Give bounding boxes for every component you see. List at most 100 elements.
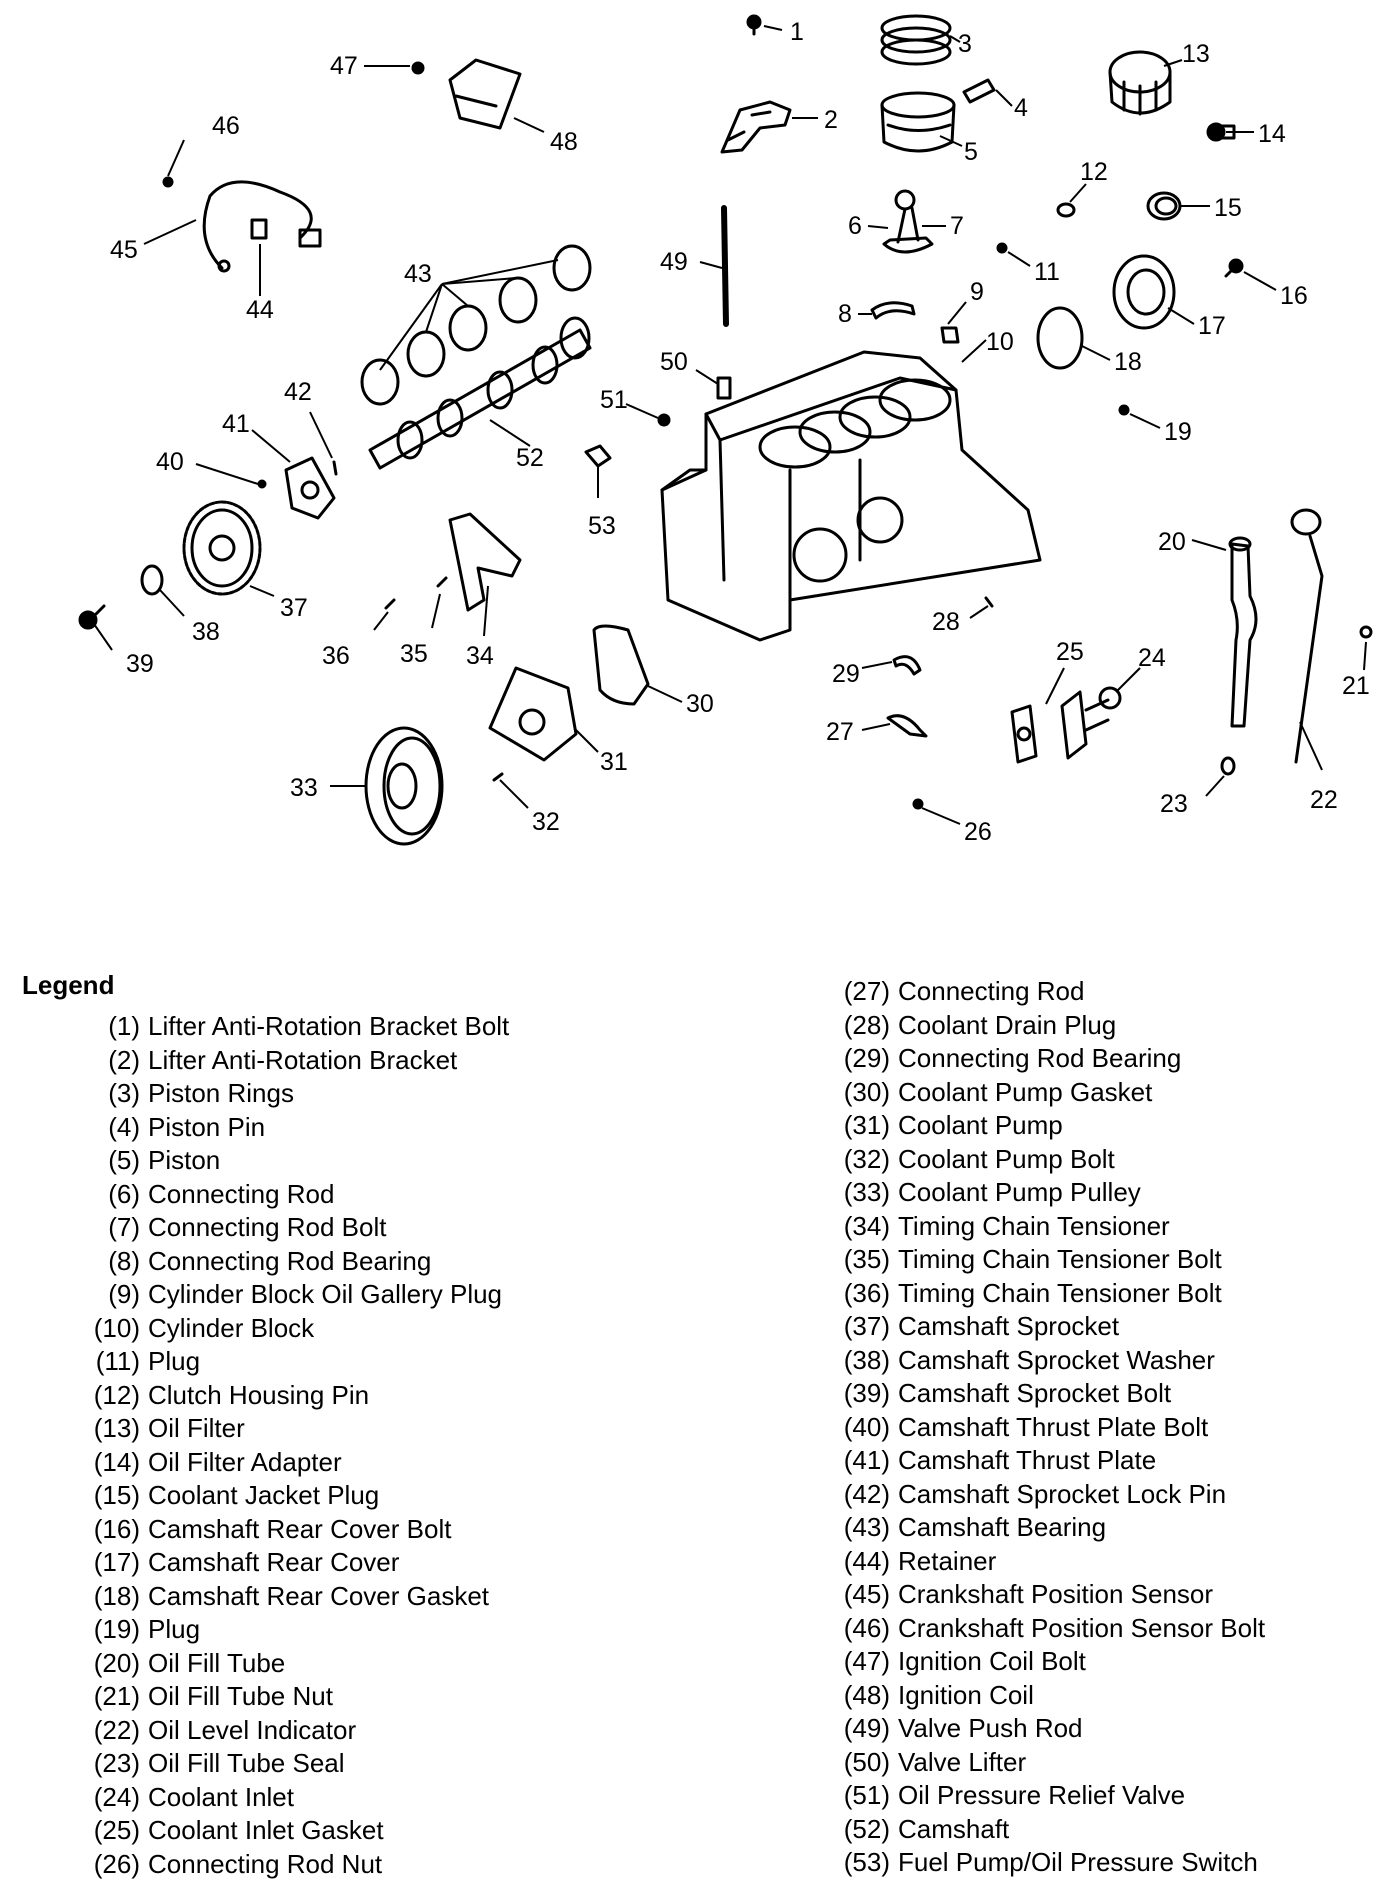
legend-item-number: (31) [843,1110,890,1140]
legend-item-number: (11) [95,1346,140,1376]
legend-item-label: Lifter Anti-Rotation Bracket Bolt [148,1011,510,1041]
legend-item-number: (44) [843,1545,890,1576]
part-38-sprocket-washer [140,564,164,596]
callout-53: 53 [588,512,616,540]
callout-23: 23 [1160,790,1188,818]
legend-item-number: (49) [843,1713,890,1743]
legend-item-number: (43) [843,1512,890,1542]
callout-9: 9 [970,278,984,306]
legend-item-number: (29) [843,1043,890,1073]
part-22-oil-level-indicator [1290,508,1324,764]
legend-item: (4)Piston Pin [72,1111,509,1145]
legend-item-label: Camshaft Rear Cover Bolt [148,1513,452,1544]
legend-item: (2)Lifter Anti-Rotation Bracket [72,1044,509,1078]
part-3-piston-rings [880,14,952,66]
legend-item-number: (22) [93,1714,140,1745]
callout-38: 38 [192,618,220,646]
part-41-camshaft-thrust-plate [284,456,336,520]
legend-item-label: Timing Chain Tensioner [898,1210,1170,1241]
legend-item-label: Camshaft Rear Cover Gasket [148,1580,490,1611]
legend-item: (23)Oil Fill Tube Seal [72,1747,509,1781]
legend-item: (14)Oil Filter Adapter [72,1446,509,1480]
legend-item-label: Retainer [898,1545,997,1576]
legend-item-label: Camshaft Thrust Plate Bolt [898,1411,1209,1442]
legend-item-label: Plug [148,1346,201,1376]
legend-item: (43)Camshaft Bearing [830,1511,1265,1545]
legend-item-label: Connecting Rod Bearing [898,1043,1182,1073]
legend-item-number: (9) [108,1279,140,1309]
legend-item-number: (14) [93,1446,140,1477]
legend-item-number: (1) [108,1011,140,1041]
part-21-oil-fill-tube-nut [1359,625,1373,639]
legend-item: (48)Ignition Coil [830,1679,1265,1713]
part-25-coolant-inlet-gasket [1010,704,1038,764]
legend-item-label: Valve Push Rod [898,1713,1083,1743]
legend-item-label: Connecting Rod Nut [148,1848,383,1879]
part-17-camshaft-rear-cover [1112,254,1176,330]
part-16-rear-cover-bolt [1224,258,1244,278]
leader-lines [93,25,1367,825]
legend-item: (3)Piston Rings [72,1077,509,1111]
part-33-coolant-pump-pulley [364,726,444,846]
callout-18: 18 [1114,348,1142,376]
legend-item: (25)Coolant Inlet Gasket [72,1814,509,1848]
part-35-tensioner-bolt [436,576,448,588]
callout-27: 27 [826,718,854,746]
part-44-retainer [250,218,268,240]
legend-item-number: (47) [843,1646,890,1676]
part-39-sprocket-bolt [78,604,106,630]
part-19-plug [1118,404,1130,416]
callout-25: 25 [1056,638,1084,666]
callout-45: 45 [110,236,138,264]
legend-item-label: Oil Level Indicator [148,1714,357,1745]
legend-item-number: (19) [93,1614,140,1644]
legend-item: (37) Camshaft Sprocket [830,1310,1265,1344]
legend-item: (28)Coolant Drain Plug [830,1009,1265,1043]
legend-item-label: Camshaft Sprocket Washer [898,1344,1215,1375]
part-2-lifter-bracket [720,100,792,154]
legend-item-number: (5) [108,1145,140,1175]
callout-44: 44 [246,296,274,324]
part-34-timing-chain-tensioner [448,512,522,612]
legend-column-right: (27)Connecting Rod(28)Coolant Drain Plug… [830,975,1265,1880]
legend-item-label: Connecting Rod [898,976,1085,1006]
callout-24: 24 [1138,644,1166,672]
legend-item: (35)Timing Chain Tensioner Bolt [830,1243,1265,1277]
legend-item-label: Camshaft Sprocket [898,1311,1120,1341]
exploded-engine-diagram: 1 2 3 4 5 6 7 8 9 10 11 12 13 14 15 16 1… [78,14,1373,846]
legend-item: (16)Camshaft Rear Cover Bolt [72,1513,509,1547]
legend-title: Legend [22,970,115,1000]
part-26-connecting-rod-nut [912,798,924,810]
legend-item-label: Oil Pressure Relief Valve [898,1780,1186,1810]
legend-item: (21)Oil Fill Tube Nut [72,1680,509,1714]
part-50-valve-lifter [716,376,732,400]
callout-36: 36 [322,642,350,670]
part-14-oil-filter-adapter [1206,122,1236,142]
legend-item-number: (24) [93,1781,140,1812]
legend-item: (8)Connecting Rod Bearing [72,1245,509,1279]
legend-item-label: Oil Fill Tube Nut [148,1681,333,1711]
legend-item: (20)Oil Fill Tube [72,1647,509,1681]
callout-20: 20 [1158,528,1186,556]
legend-item-number: (32) [843,1143,890,1174]
part-45-crankshaft-position-sensor [202,180,322,273]
legend-item: (39)Camshaft Sprocket Bolt [830,1377,1265,1411]
callout-40: 40 [156,448,184,476]
part-31-coolant-pump [488,666,578,762]
callout-19: 19 [1164,418,1192,446]
legend-item-number: (28) [843,1009,890,1040]
callout-29: 29 [832,660,860,688]
callout-34: 34 [466,642,494,670]
legend-item-number: (25) [93,1815,140,1845]
part-43-camshaft-bearings [360,244,592,406]
legend-item-number: (37) [843,1311,890,1341]
legend-item-label: Plug [148,1614,201,1644]
callout-14: 14 [1258,120,1286,148]
legend-column-left: (1) Lifter Anti-Rotation Bracket Bolt(2)L… [72,1010,510,1881]
legend-item: (5)Piston [72,1144,509,1178]
legend-item-label: Camshaft Thrust Plate [898,1445,1157,1475]
legend-item: (31)Coolant Pump [830,1109,1265,1143]
part-30-coolant-pump-gasket [592,624,650,706]
legend-item-number: (39) [843,1378,890,1408]
callout-46: 46 [212,112,240,140]
